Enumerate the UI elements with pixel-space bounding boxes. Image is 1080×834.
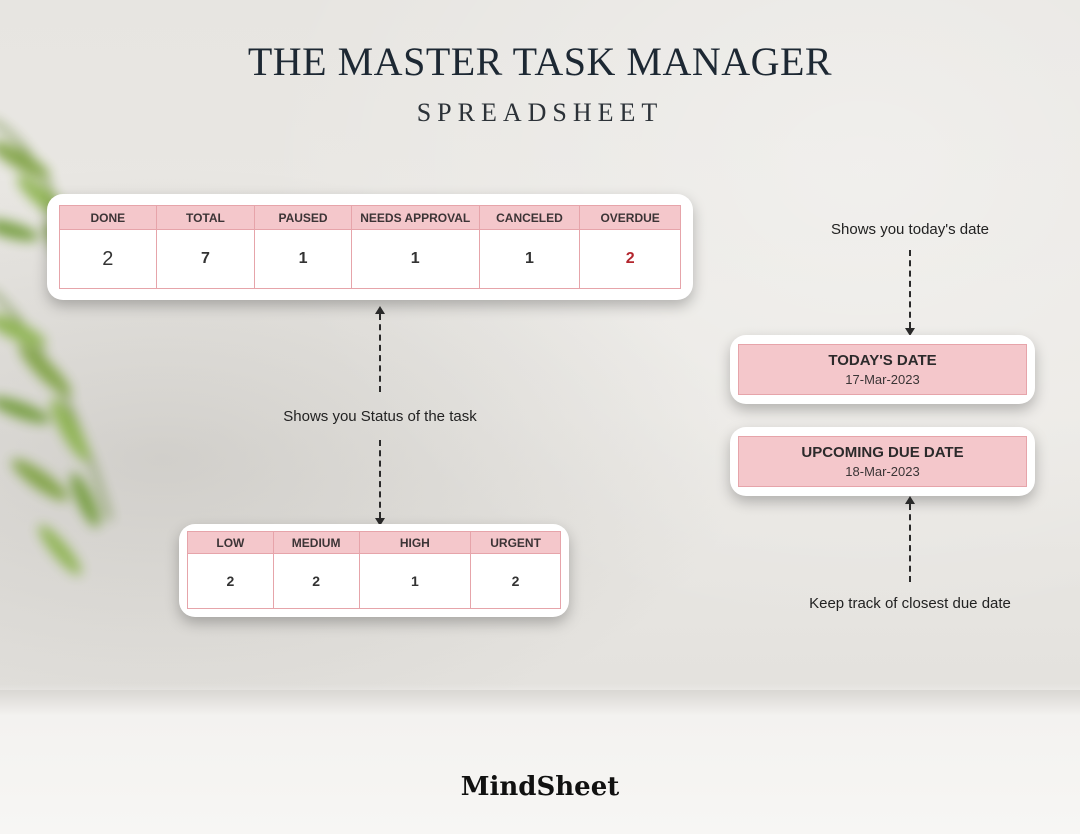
priority-value-row: 2 2 1 2 <box>187 553 561 609</box>
arrow-down-icon <box>375 440 385 526</box>
priority-header-low: LOW <box>187 531 274 554</box>
status-value-row: 2 7 1 1 1 2 <box>59 229 681 289</box>
arrow-up-icon <box>375 306 385 392</box>
status-header-paused: PAUSED <box>254 205 352 230</box>
status-summary-card: DONE TOTAL PAUSED NEEDS APPROVAL CANCELE… <box>47 194 693 300</box>
priority-table: LOW MEDIUM HIGH URGENT 2 2 1 2 <box>187 531 561 609</box>
priority-value-low[interactable]: 2 <box>187 553 274 609</box>
todays-date-value: 17-Mar-2023 <box>845 372 920 387</box>
priority-header-high: HIGH <box>358 531 472 554</box>
status-table: DONE TOTAL PAUSED NEEDS APPROVAL CANCELE… <box>59 205 681 289</box>
status-header-total: TOTAL <box>155 205 256 230</box>
plant-decoration-icon <box>0 123 112 576</box>
today-note: Shows you today's date <box>831 221 989 238</box>
todays-date-label: TODAY'S DATE <box>828 352 937 369</box>
arrow-down-icon <box>905 250 915 336</box>
brand-logo: MindSheet <box>460 772 620 802</box>
todays-date-cell[interactable]: TODAY'S DATE 17-Mar-2023 <box>738 344 1027 395</box>
status-value-canceled[interactable]: 1 <box>478 229 581 289</box>
priority-value-urgent[interactable]: 2 <box>470 553 561 609</box>
priority-value-medium[interactable]: 2 <box>272 553 360 609</box>
status-header-done: DONE <box>59 205 157 230</box>
todays-date-card: TODAY'S DATE 17-Mar-2023 <box>730 335 1035 404</box>
arrow-up-icon <box>905 496 915 582</box>
status-header-overdue: OVERDUE <box>579 205 681 230</box>
upcoming-due-date-cell[interactable]: UPCOMING DUE DATE 18-Mar-2023 <box>738 436 1027 487</box>
priority-header-medium: MEDIUM <box>272 531 360 554</box>
upcoming-due-date-card: UPCOMING DUE DATE 18-Mar-2023 <box>730 427 1035 496</box>
due-date-note: Keep track of closest due date <box>809 595 1011 612</box>
page-subtitle: SPREADSHEET <box>416 98 664 127</box>
status-note: Shows you Status of the task <box>283 408 477 425</box>
page-title: THE MASTER TASK MANAGER <box>247 39 833 84</box>
status-value-total[interactable]: 7 <box>155 229 256 289</box>
status-value-done[interactable]: 2 <box>59 229 157 289</box>
status-value-overdue[interactable]: 2 <box>579 229 681 289</box>
status-header-needs-approval: NEEDS APPROVAL <box>350 205 480 230</box>
priority-value-high[interactable]: 1 <box>358 553 472 609</box>
status-value-paused[interactable]: 1 <box>254 229 352 289</box>
status-header-canceled: CANCELED <box>478 205 581 230</box>
status-value-needs-approval[interactable]: 1 <box>350 229 480 289</box>
priority-summary-card: LOW MEDIUM HIGH URGENT 2 2 1 2 <box>179 524 569 617</box>
priority-header-urgent: URGENT <box>470 531 561 554</box>
upcoming-due-date-label: UPCOMING DUE DATE <box>801 444 964 461</box>
upcoming-due-date-value: 18-Mar-2023 <box>845 464 920 479</box>
status-header-row: DONE TOTAL PAUSED NEEDS APPROVAL CANCELE… <box>59 205 681 230</box>
floor-background <box>0 690 1080 834</box>
priority-header-row: LOW MEDIUM HIGH URGENT <box>187 531 561 554</box>
